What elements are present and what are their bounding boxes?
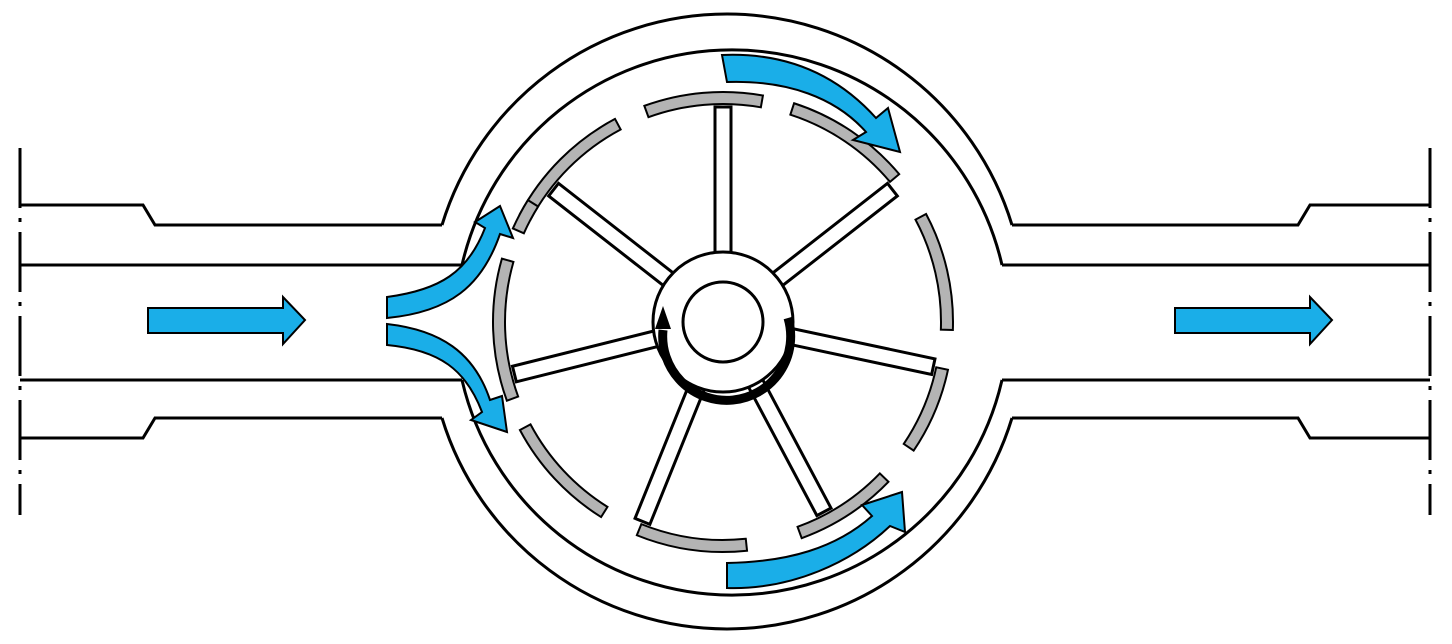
vane-segment (518, 117, 623, 222)
vane-segment (511, 198, 540, 235)
rotor-hub-shaft (681, 280, 765, 364)
vane-segment (518, 422, 609, 519)
meter-housing (18, 12, 1432, 631)
rotor-spoke (546, 181, 683, 294)
housing-outer-circle (440, 12, 1014, 226)
outlet-flow-arrow-icon (1174, 294, 1334, 347)
left-pipe-outer-wall (20, 203, 442, 227)
rotor-spoke (778, 324, 937, 377)
vane-ring (492, 91, 954, 553)
housing-outer-circle-bottom (440, 417, 1014, 631)
flow-split-upper-arrow-icon (386, 204, 515, 320)
rotation-arrow-icon (655, 306, 796, 405)
bottom-chamber-arrow-icon (726, 490, 907, 590)
vane-segment (914, 212, 954, 332)
vane-segment (492, 257, 520, 402)
left-pipe-outer-wall-bottom (20, 416, 442, 440)
rotor-spoke (510, 326, 669, 384)
housing-inner-circle-bottom (460, 379, 1004, 597)
inlet-flow-arrow-icon (147, 294, 307, 347)
right-pipe-outer-wall (1012, 203, 1430, 227)
flow-split-lower-arrow-icon (386, 322, 509, 434)
vane-segment (635, 522, 749, 553)
vane-segment (643, 91, 765, 119)
top-chamber-arrow-icon (720, 53, 902, 154)
rotor (510, 105, 937, 527)
vane-segment (789, 101, 901, 184)
rotor-spoke (763, 181, 900, 294)
vane-segment (902, 366, 950, 453)
right-pipe-outer-wall-bottom (1012, 416, 1430, 440)
housing-inner-circle (460, 48, 1004, 266)
rotor-spoke (713, 105, 733, 264)
